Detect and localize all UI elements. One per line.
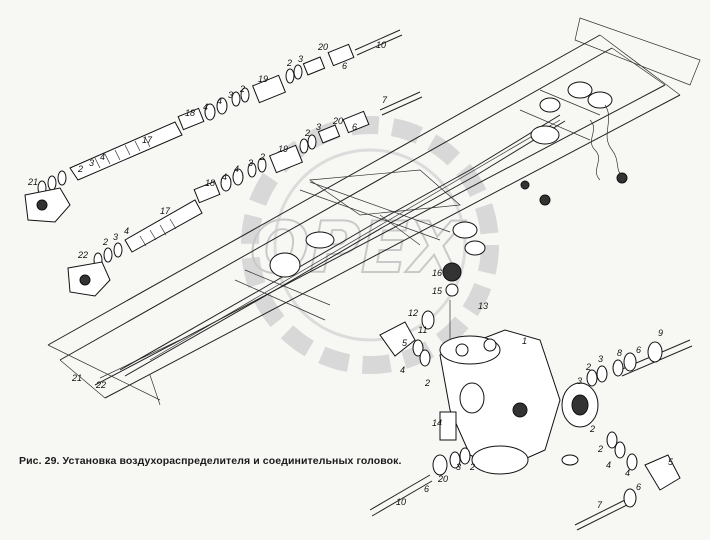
part-label: 19 bbox=[278, 144, 288, 154]
part-label: 3 bbox=[298, 54, 303, 64]
part-label: 9 bbox=[658, 328, 663, 338]
frame-air-lines bbox=[119, 81, 628, 377]
part-label: 3 bbox=[316, 122, 321, 132]
part-label: 3 bbox=[113, 232, 118, 242]
part-labels: 10 6 20 3 2 19 2 3 4 4 18 17 7 6 20 3 2 … bbox=[27, 40, 674, 510]
part-label: 4 bbox=[203, 102, 208, 112]
part-label: 4 bbox=[217, 96, 222, 106]
part-label: 3 bbox=[248, 158, 253, 168]
part-label: 5 bbox=[402, 338, 408, 348]
part-label: 20 bbox=[437, 474, 448, 484]
part-label: 10 bbox=[376, 40, 386, 50]
part-label: 21 bbox=[27, 177, 38, 187]
part-label: 4 bbox=[222, 172, 227, 182]
part-label: 13 bbox=[478, 301, 488, 311]
upper-hose-assembly-1 bbox=[24, 29, 403, 223]
part-label: 2 bbox=[286, 58, 292, 68]
part-label: 2 bbox=[259, 152, 265, 162]
part-label: 4 bbox=[400, 365, 405, 375]
part-label: 4 bbox=[625, 468, 630, 478]
part-label: 18 bbox=[185, 108, 195, 118]
part-label: 6 bbox=[636, 345, 641, 355]
part-label: 18 bbox=[205, 178, 215, 188]
part-label: 16 bbox=[432, 268, 442, 278]
part-label: 2 bbox=[589, 424, 595, 434]
part-label: 17 bbox=[160, 206, 171, 216]
part-label: 3 bbox=[577, 376, 582, 386]
part-label: 12 bbox=[408, 308, 418, 318]
part-label: 22 bbox=[77, 250, 88, 260]
part-label: 20 bbox=[317, 42, 328, 52]
part-label: 2 bbox=[424, 378, 430, 388]
part-label: 3 bbox=[89, 158, 94, 168]
part-label: 17 bbox=[142, 135, 153, 145]
part-label: 7 bbox=[382, 95, 388, 105]
part-label: 7 bbox=[597, 500, 603, 510]
part-label: 10 bbox=[396, 497, 406, 507]
air-distributor-valve bbox=[439, 329, 599, 475]
part-label: 2 bbox=[597, 444, 603, 454]
part-label: 2 bbox=[469, 462, 475, 472]
valve-fittings bbox=[369, 262, 693, 531]
part-label: 6 bbox=[424, 484, 429, 494]
part-label: 2 bbox=[304, 128, 310, 138]
part-label: 21 bbox=[71, 373, 82, 383]
part-label: 2 bbox=[239, 84, 245, 94]
part-label: 11 bbox=[418, 325, 427, 335]
part-label: 20 bbox=[332, 116, 343, 126]
part-label: 2 bbox=[102, 237, 108, 247]
part-label: 3 bbox=[456, 462, 461, 472]
part-label: 19 bbox=[258, 74, 268, 84]
part-label: 3 bbox=[228, 90, 233, 100]
upper-hose-assembly-2 bbox=[67, 91, 423, 297]
part-label: 14 bbox=[432, 418, 442, 428]
part-label: 4 bbox=[100, 152, 105, 162]
part-label: 4 bbox=[606, 460, 611, 470]
figure-caption: Рис. 29. Установка воздухораспределителя… bbox=[19, 455, 402, 467]
part-label: 4 bbox=[234, 164, 239, 174]
part-label: 8 bbox=[617, 348, 622, 358]
part-label: 3 bbox=[598, 354, 603, 364]
part-label: 2 bbox=[77, 164, 83, 174]
part-label: 6 bbox=[342, 61, 347, 71]
part-label: 2 bbox=[585, 362, 591, 372]
part-label: 15 bbox=[432, 286, 443, 296]
part-label: 4 bbox=[124, 226, 129, 236]
part-label: 6 bbox=[352, 122, 357, 132]
part-label: 22 bbox=[95, 380, 106, 390]
part-label: 5 bbox=[668, 457, 674, 467]
part-label: 1 bbox=[522, 336, 527, 346]
part-label: 6 bbox=[636, 482, 641, 492]
chassis-frame bbox=[47, 17, 701, 406]
